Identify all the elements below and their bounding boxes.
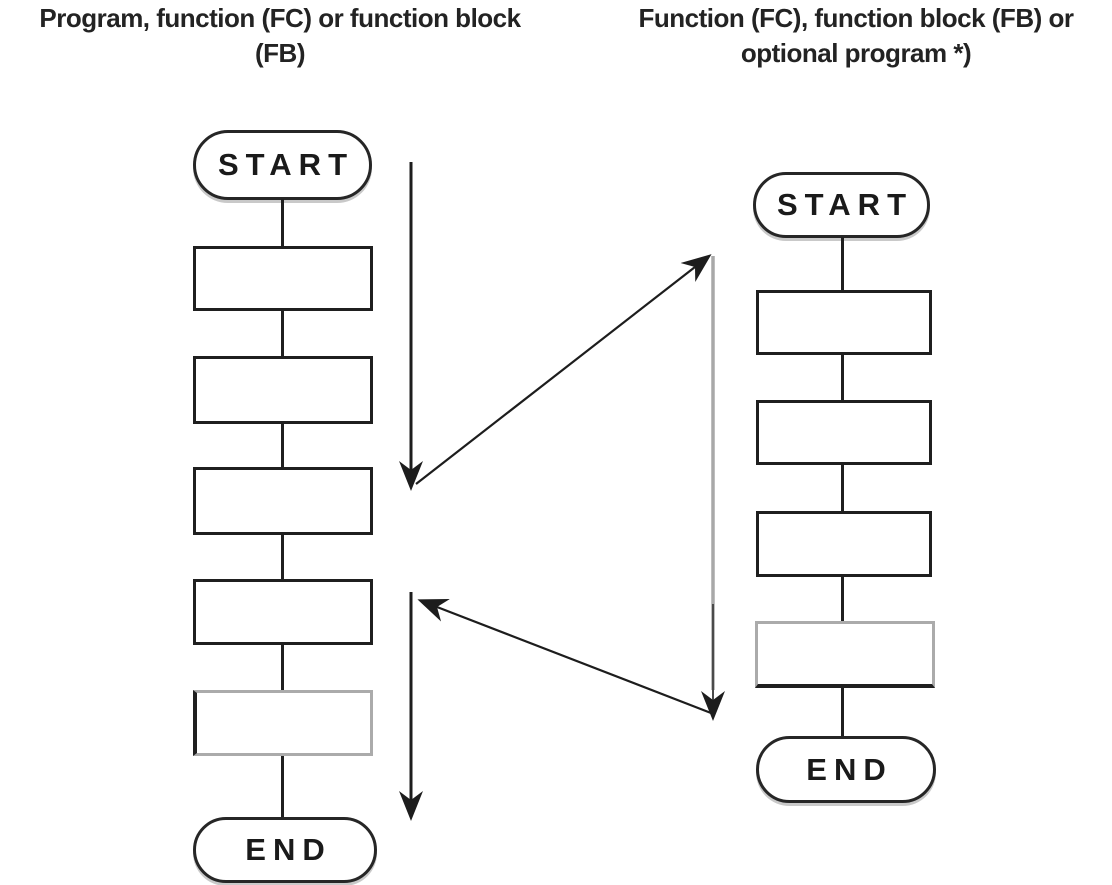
left-connector-2: [281, 311, 284, 356]
left-connector-1: [281, 199, 284, 246]
right-connector-3: [841, 465, 844, 511]
left-end-terminal: END: [193, 817, 377, 883]
left-process-box-1: [193, 246, 373, 311]
right-end-label: END: [806, 751, 893, 787]
left-process-box-3: [193, 467, 373, 535]
right-process-box-3: [756, 511, 932, 577]
left-header-line2: (FB): [255, 38, 305, 68]
right-start-terminal: START: [753, 172, 930, 238]
right-connector-5: [841, 688, 844, 736]
right-process-box-1: [756, 290, 932, 355]
left-process-box-2: [193, 356, 373, 424]
right-start-label: START: [776, 187, 914, 222]
right-connector-1: [841, 237, 844, 290]
right-column-header: Function (FC), function block (FB) or op…: [600, 1, 1112, 71]
block-return-arrow: [417, 599, 712, 715]
left-end-label: END: [245, 832, 332, 867]
left-connector-4: [281, 535, 284, 579]
right-header-line2: optional program *): [740, 38, 972, 68]
left-start-label: START: [217, 147, 355, 182]
left-header-line1: Program, function (FC) or function block: [39, 3, 521, 33]
left-process-box-4: [193, 579, 373, 645]
block-call-arrow: [415, 254, 712, 485]
left-connector-5: [281, 645, 284, 690]
left-connector-6: [281, 756, 284, 817]
left-process-box-5-optional: [193, 690, 373, 756]
left-column-header: Program, function (FC) or function block…: [0, 1, 560, 71]
right-process-box-4-optional: [755, 621, 935, 688]
left-start-terminal: START: [193, 130, 372, 200]
left-connector-3: [281, 424, 284, 467]
right-process-box-2: [756, 400, 932, 465]
right-header-line1: Function (FC), function block (FB) or: [638, 3, 1074, 33]
right-end-terminal: END: [756, 736, 936, 803]
right-connector-2: [841, 355, 844, 400]
right-connector-4: [841, 577, 844, 621]
